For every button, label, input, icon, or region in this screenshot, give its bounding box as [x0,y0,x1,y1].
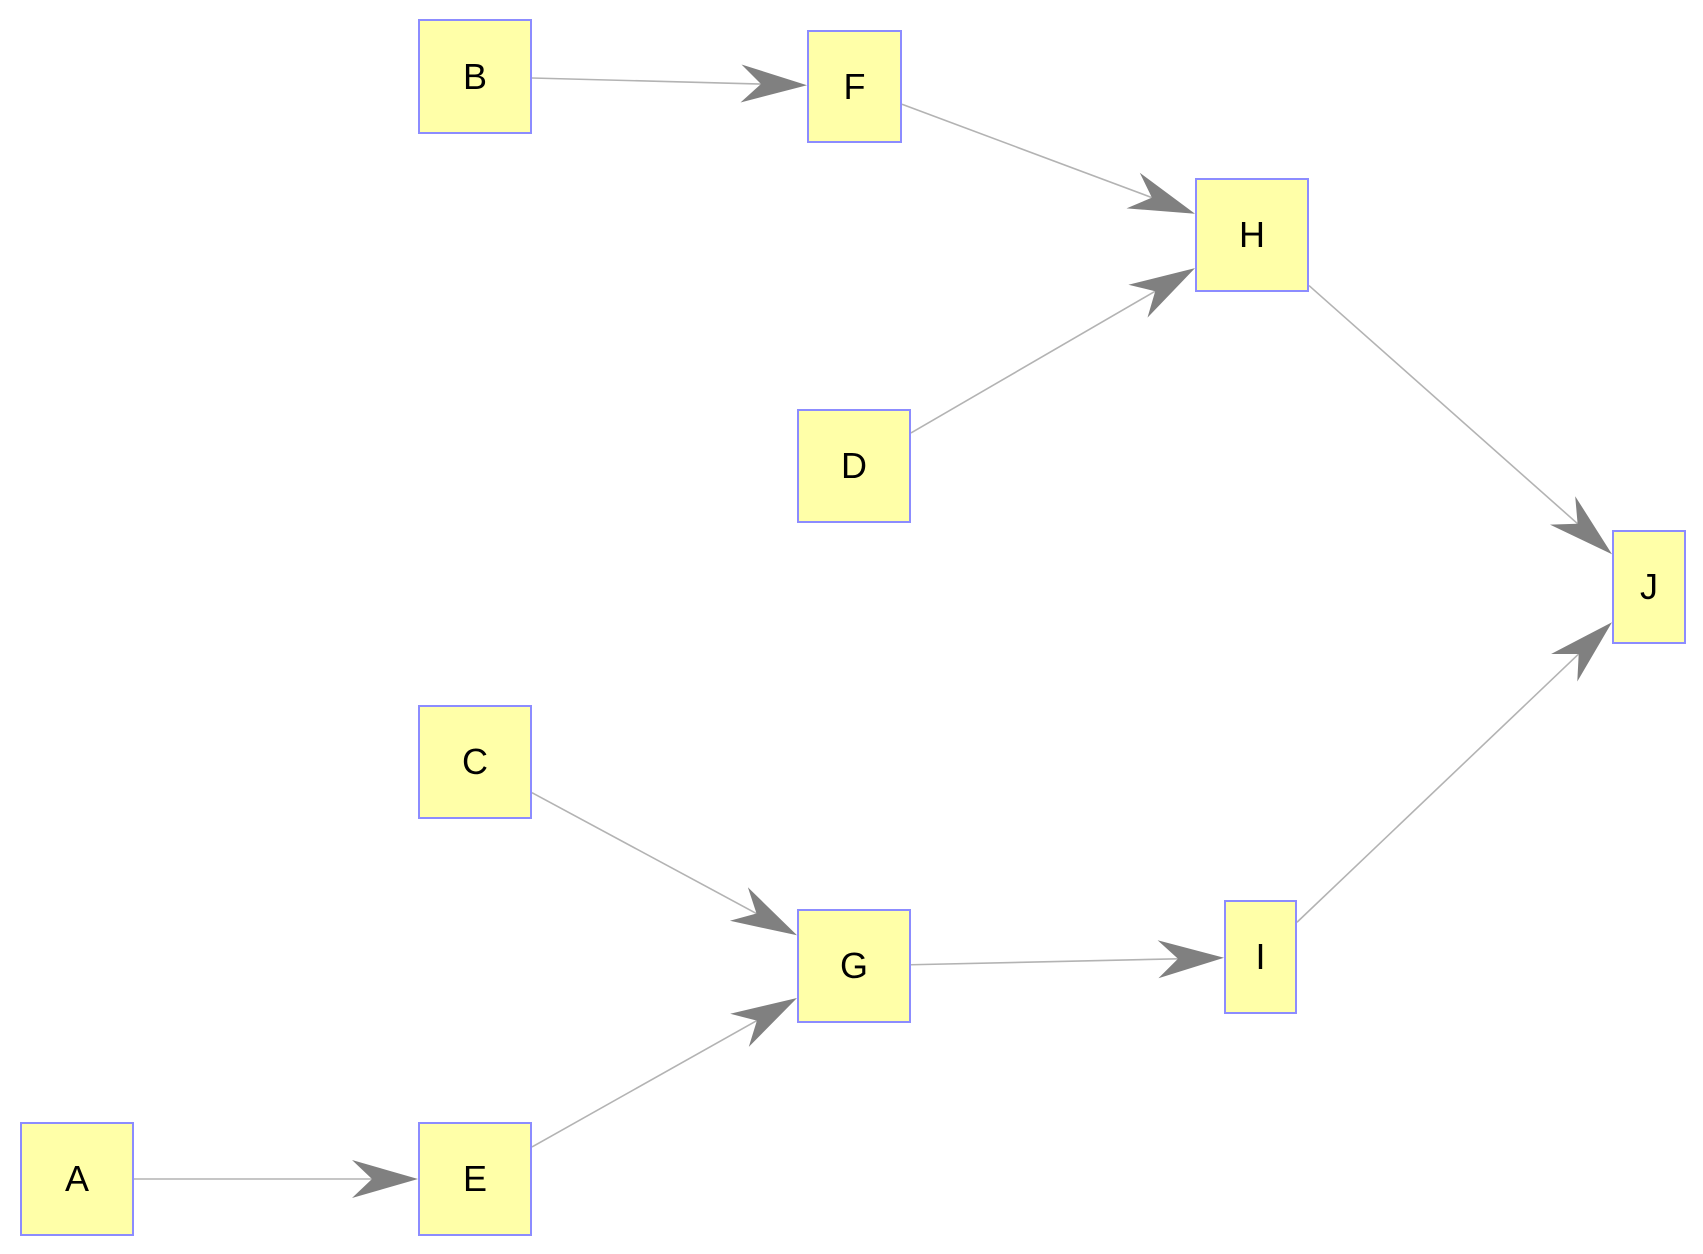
node-a-label: A [64,1158,89,1199]
arrowhead-i-j [1551,622,1612,682]
node-f-label: F [843,65,866,107]
arrowhead-d-h [1128,268,1195,318]
edge-h-j [1308,284,1579,525]
arrowhead-f-h [1126,172,1195,214]
node-g-label: G [839,945,868,986]
arrowhead-a-e [352,1160,418,1198]
edge-b-f [531,77,762,85]
arrowhead-h-j [1550,496,1612,555]
node-b-label: B [462,55,487,97]
node-d[interactable]: D [797,409,911,523]
node-c[interactable]: C [418,705,532,819]
node-c-label: C [462,741,488,782]
arrowhead-b-f [740,64,807,103]
node-e[interactable]: E [418,1122,532,1236]
arrowhead-g-i [1157,940,1224,979]
node-b[interactable]: B [418,19,532,134]
edge-i-j [1296,653,1580,923]
node-g[interactable]: G [797,909,911,1023]
edge-f-h [901,103,1153,199]
edge-c-g [531,791,757,915]
node-j[interactable]: J [1612,530,1686,644]
node-h-label: H [1239,214,1265,255]
arrowhead-c-g [729,887,797,936]
arrowhead-e-g [730,998,797,1047]
edge-g-i [910,958,1179,966]
node-j-label: J [1640,566,1658,607]
node-e-label: E [462,1158,487,1199]
node-h[interactable]: H [1195,178,1309,292]
node-f[interactable]: F [807,30,902,143]
edge-e-g [531,1019,758,1148]
edge-d-h [910,290,1156,434]
node-i-label: I [1255,936,1266,977]
node-i[interactable]: I [1224,900,1297,1014]
node-a[interactable]: A [20,1122,134,1236]
node-d-label: D [841,445,867,486]
